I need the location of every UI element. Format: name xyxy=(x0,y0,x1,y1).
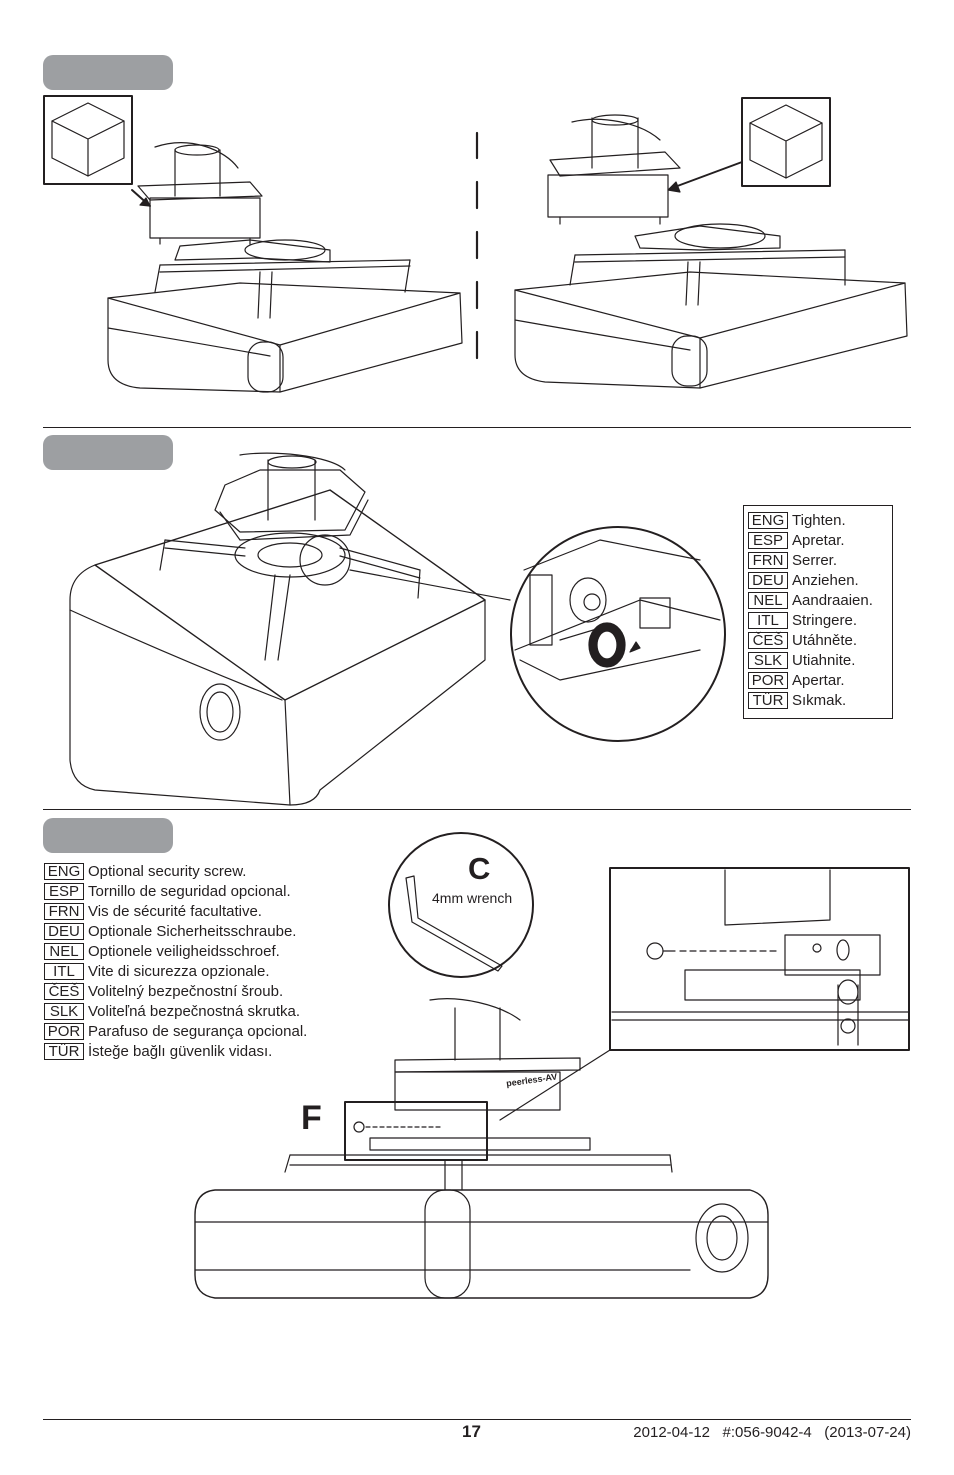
language-code: ENG xyxy=(748,512,788,529)
projector-right xyxy=(514,114,908,389)
translation-text: Optionale Sicherheitsschraube. xyxy=(88,923,297,940)
step-3-tab xyxy=(43,818,173,853)
translation-text: İsteğe bağlı güvenlik vidası. xyxy=(88,1043,273,1060)
translation-text: Aandraaien. xyxy=(792,592,873,609)
detail-inset xyxy=(499,867,910,1121)
translation-text: Vite di sicurezza opzionale. xyxy=(88,963,270,980)
language-code: SLK xyxy=(748,652,788,669)
translation-text: Sıkmak. xyxy=(792,692,847,709)
language-code: ČEŠ xyxy=(748,632,788,649)
translation-text: Apertar. xyxy=(792,672,845,689)
language-code: ČEŠ xyxy=(44,983,84,1000)
translation-text: Optional security screw. xyxy=(88,863,247,880)
translation-text: Tighten. xyxy=(792,512,846,529)
translation-text: Parafuso de segurança opcional. xyxy=(88,1023,308,1040)
language-code: SLK xyxy=(44,1003,84,1020)
language-code: POR xyxy=(44,1023,84,1040)
projector-step2 xyxy=(69,452,511,806)
translation-text: Voliteľná bezpečnostná skrutka. xyxy=(88,1003,301,1020)
zoom-callout-step2 xyxy=(510,526,726,742)
language-code: ESP xyxy=(44,883,84,900)
language-code: ENG xyxy=(44,863,84,880)
part-letter-f: F xyxy=(301,1099,322,1137)
cube-callout-left xyxy=(43,95,151,207)
language-code: POR xyxy=(748,672,788,689)
language-code: NEL xyxy=(44,943,84,960)
wrench-callout xyxy=(388,832,534,978)
translation-text: Utiahnite. xyxy=(792,652,856,669)
section-divider-2 xyxy=(43,809,911,810)
projector-left xyxy=(107,142,463,393)
language-code: ESP xyxy=(748,532,788,549)
language-code: NEL xyxy=(748,592,788,609)
section-divider-1 xyxy=(43,427,911,428)
translation-text: Optionele veiligheidsschroef. xyxy=(88,943,280,960)
step-2-tab xyxy=(43,435,173,470)
language-code: ITL xyxy=(44,963,84,980)
language-code: ITL xyxy=(748,612,788,629)
language-code: FRN xyxy=(44,903,84,920)
footer-divider xyxy=(43,1419,911,1420)
cube-callout-right xyxy=(667,97,831,193)
tool-letter-c: C xyxy=(468,851,491,886)
language-code: DEU xyxy=(44,923,84,940)
translation-text: Tornillo de seguridad opcional. xyxy=(88,883,291,900)
step-1-tab xyxy=(43,55,173,90)
document-reference: 2012-04-12 #:056-9042-4 (2013-07-24) xyxy=(633,1424,911,1441)
wrench-size-label: 4mm wrench xyxy=(432,890,513,906)
translation-text: Stringere. xyxy=(792,612,858,629)
page-number: 17 xyxy=(462,1422,481,1441)
language-code: TÜR xyxy=(44,1043,84,1060)
language-code: DEU xyxy=(748,572,788,589)
translation-text: Volitelný bezpečnostní šroub. xyxy=(88,983,284,1000)
translation-text: Serrer. xyxy=(792,552,838,569)
translation-text: Vis de sécurité facultative. xyxy=(88,903,262,920)
translation-text: Apretar. xyxy=(792,532,845,549)
language-code: FRN xyxy=(748,552,788,569)
translation-text: Utáhněte. xyxy=(792,632,858,649)
language-code: TÜR xyxy=(748,692,788,709)
translation-text: Anziehen. xyxy=(792,572,859,589)
projector-step3 xyxy=(194,998,769,1299)
